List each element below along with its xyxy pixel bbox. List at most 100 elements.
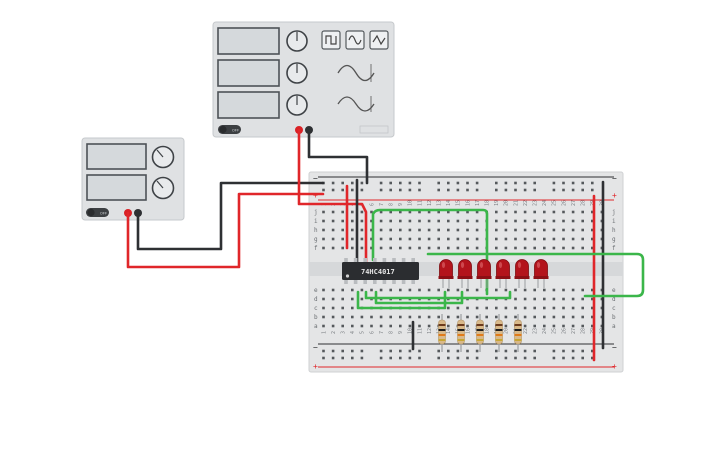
terminal-hole[interactable] <box>533 315 536 319</box>
rail-hole[interactable] <box>379 188 383 192</box>
rail-hole[interactable] <box>418 349 421 353</box>
terminal-hole[interactable] <box>571 315 575 319</box>
terminal-hole[interactable] <box>341 210 344 214</box>
rail-hole[interactable] <box>552 356 556 360</box>
rail-hole[interactable] <box>399 349 402 353</box>
terminal-hole[interactable] <box>456 237 460 241</box>
sine-wave-button[interactable] <box>345 30 365 50</box>
terminal-hole[interactable] <box>447 210 450 214</box>
rail-hole[interactable] <box>456 349 460 353</box>
terminal-hole[interactable] <box>360 237 364 241</box>
terminal-hole[interactable] <box>418 219 421 223</box>
rail-hole[interactable] <box>399 356 402 360</box>
rail-hole[interactable] <box>523 181 527 185</box>
terminal-hole[interactable] <box>399 228 402 232</box>
terminal-hole[interactable] <box>437 237 440 241</box>
terminal-hole[interactable] <box>408 210 412 214</box>
terminal-hole[interactable] <box>370 324 373 328</box>
terminal-hole[interactable] <box>571 324 575 328</box>
terminal-hole[interactable] <box>427 246 431 250</box>
terminal-hole[interactable] <box>485 315 488 319</box>
terminal-hole[interactable] <box>504 219 508 223</box>
terminal-hole[interactable] <box>571 210 575 214</box>
rail-hole[interactable] <box>562 188 565 192</box>
wire-black-power-supply-ground[interactable] <box>136 181 325 251</box>
terminal-hole[interactable] <box>456 210 460 214</box>
wire-green-bottom-1[interactable] <box>364 290 512 300</box>
rail-hole[interactable] <box>562 356 565 360</box>
terminal-hole[interactable] <box>514 219 517 223</box>
rail-hole[interactable] <box>331 181 335 185</box>
terminal-hole[interactable] <box>360 210 364 214</box>
resistor[interactable] <box>438 314 446 352</box>
terminal-hole[interactable] <box>427 237 431 241</box>
rail-hole[interactable] <box>399 188 402 192</box>
terminal-hole[interactable] <box>562 246 565 250</box>
terminal-hole[interactable] <box>351 297 354 301</box>
terminal-hole[interactable] <box>543 288 546 292</box>
terminal-hole[interactable] <box>322 315 325 319</box>
rail-hole[interactable] <box>389 356 392 360</box>
terminal-hole[interactable] <box>447 315 450 319</box>
terminal-hole[interactable] <box>533 237 536 241</box>
terminal-hole[interactable] <box>591 237 594 241</box>
terminal-hole[interactable] <box>399 210 402 214</box>
rail-hole[interactable] <box>591 349 594 353</box>
terminal-hole[interactable] <box>418 228 421 232</box>
terminal-hole[interactable] <box>562 324 565 328</box>
rail-hole[interactable] <box>379 181 383 185</box>
terminal-hole[interactable] <box>552 288 556 292</box>
terminal-hole[interactable] <box>543 306 546 310</box>
rail-hole[interactable] <box>514 181 517 185</box>
terminal-hole[interactable] <box>389 324 392 328</box>
terminal-hole[interactable] <box>514 306 517 310</box>
terminal-hole[interactable] <box>427 288 431 292</box>
terminal-hole[interactable] <box>360 228 364 232</box>
rail-hole[interactable] <box>552 188 556 192</box>
terminal-hole[interactable] <box>322 210 325 214</box>
wire-green-right-loop[interactable] <box>426 252 645 298</box>
rail-hole[interactable] <box>351 349 354 353</box>
terminal-hole[interactable] <box>437 210 440 214</box>
terminal-hole[interactable] <box>418 324 421 328</box>
terminal-hole[interactable] <box>485 324 488 328</box>
rail-hole[interactable] <box>533 349 536 353</box>
rail-hole[interactable] <box>456 356 460 360</box>
terminal-hole[interactable] <box>581 306 584 310</box>
terminal-hole[interactable] <box>370 315 373 319</box>
terminal-hole[interactable] <box>523 246 527 250</box>
terminal-hole[interactable] <box>466 210 469 214</box>
terminal-hole[interactable] <box>379 228 383 232</box>
terminal-hole[interactable] <box>351 315 354 319</box>
rail-hole[interactable] <box>581 356 584 360</box>
terminal-hole[interactable] <box>495 288 498 292</box>
terminal-hole[interactable] <box>552 228 556 232</box>
terminal-hole[interactable] <box>331 288 335 292</box>
rail-hole[interactable] <box>504 188 508 192</box>
terminal-hole[interactable] <box>552 324 556 328</box>
rail-hole[interactable] <box>581 188 584 192</box>
terminal-hole[interactable] <box>466 288 469 292</box>
terminal-hole[interactable] <box>408 324 412 328</box>
triangle-wave-button[interactable] <box>369 30 389 50</box>
terminal-hole[interactable] <box>408 237 412 241</box>
rail-hole[interactable] <box>495 356 498 360</box>
rail-hole[interactable] <box>466 349 469 353</box>
terminal-hole[interactable] <box>504 210 508 214</box>
terminal-hole[interactable] <box>427 315 431 319</box>
rail-hole[interactable] <box>456 188 460 192</box>
terminal-hole[interactable] <box>408 246 412 250</box>
terminal-hole[interactable] <box>351 288 354 292</box>
terminal-hole[interactable] <box>341 306 344 310</box>
terminal-hole[interactable] <box>475 228 479 232</box>
rail-hole[interactable] <box>322 188 325 192</box>
terminal-hole[interactable] <box>514 228 517 232</box>
terminal-hole[interactable] <box>418 210 421 214</box>
terminal-hole[interactable] <box>341 237 344 241</box>
terminal-hole[interactable] <box>581 297 584 301</box>
rail-hole[interactable] <box>408 188 412 192</box>
rail-hole[interactable] <box>591 188 594 192</box>
rail-hole[interactable] <box>571 181 575 185</box>
terminal-hole[interactable] <box>351 306 354 310</box>
terminal-hole[interactable] <box>408 288 412 292</box>
